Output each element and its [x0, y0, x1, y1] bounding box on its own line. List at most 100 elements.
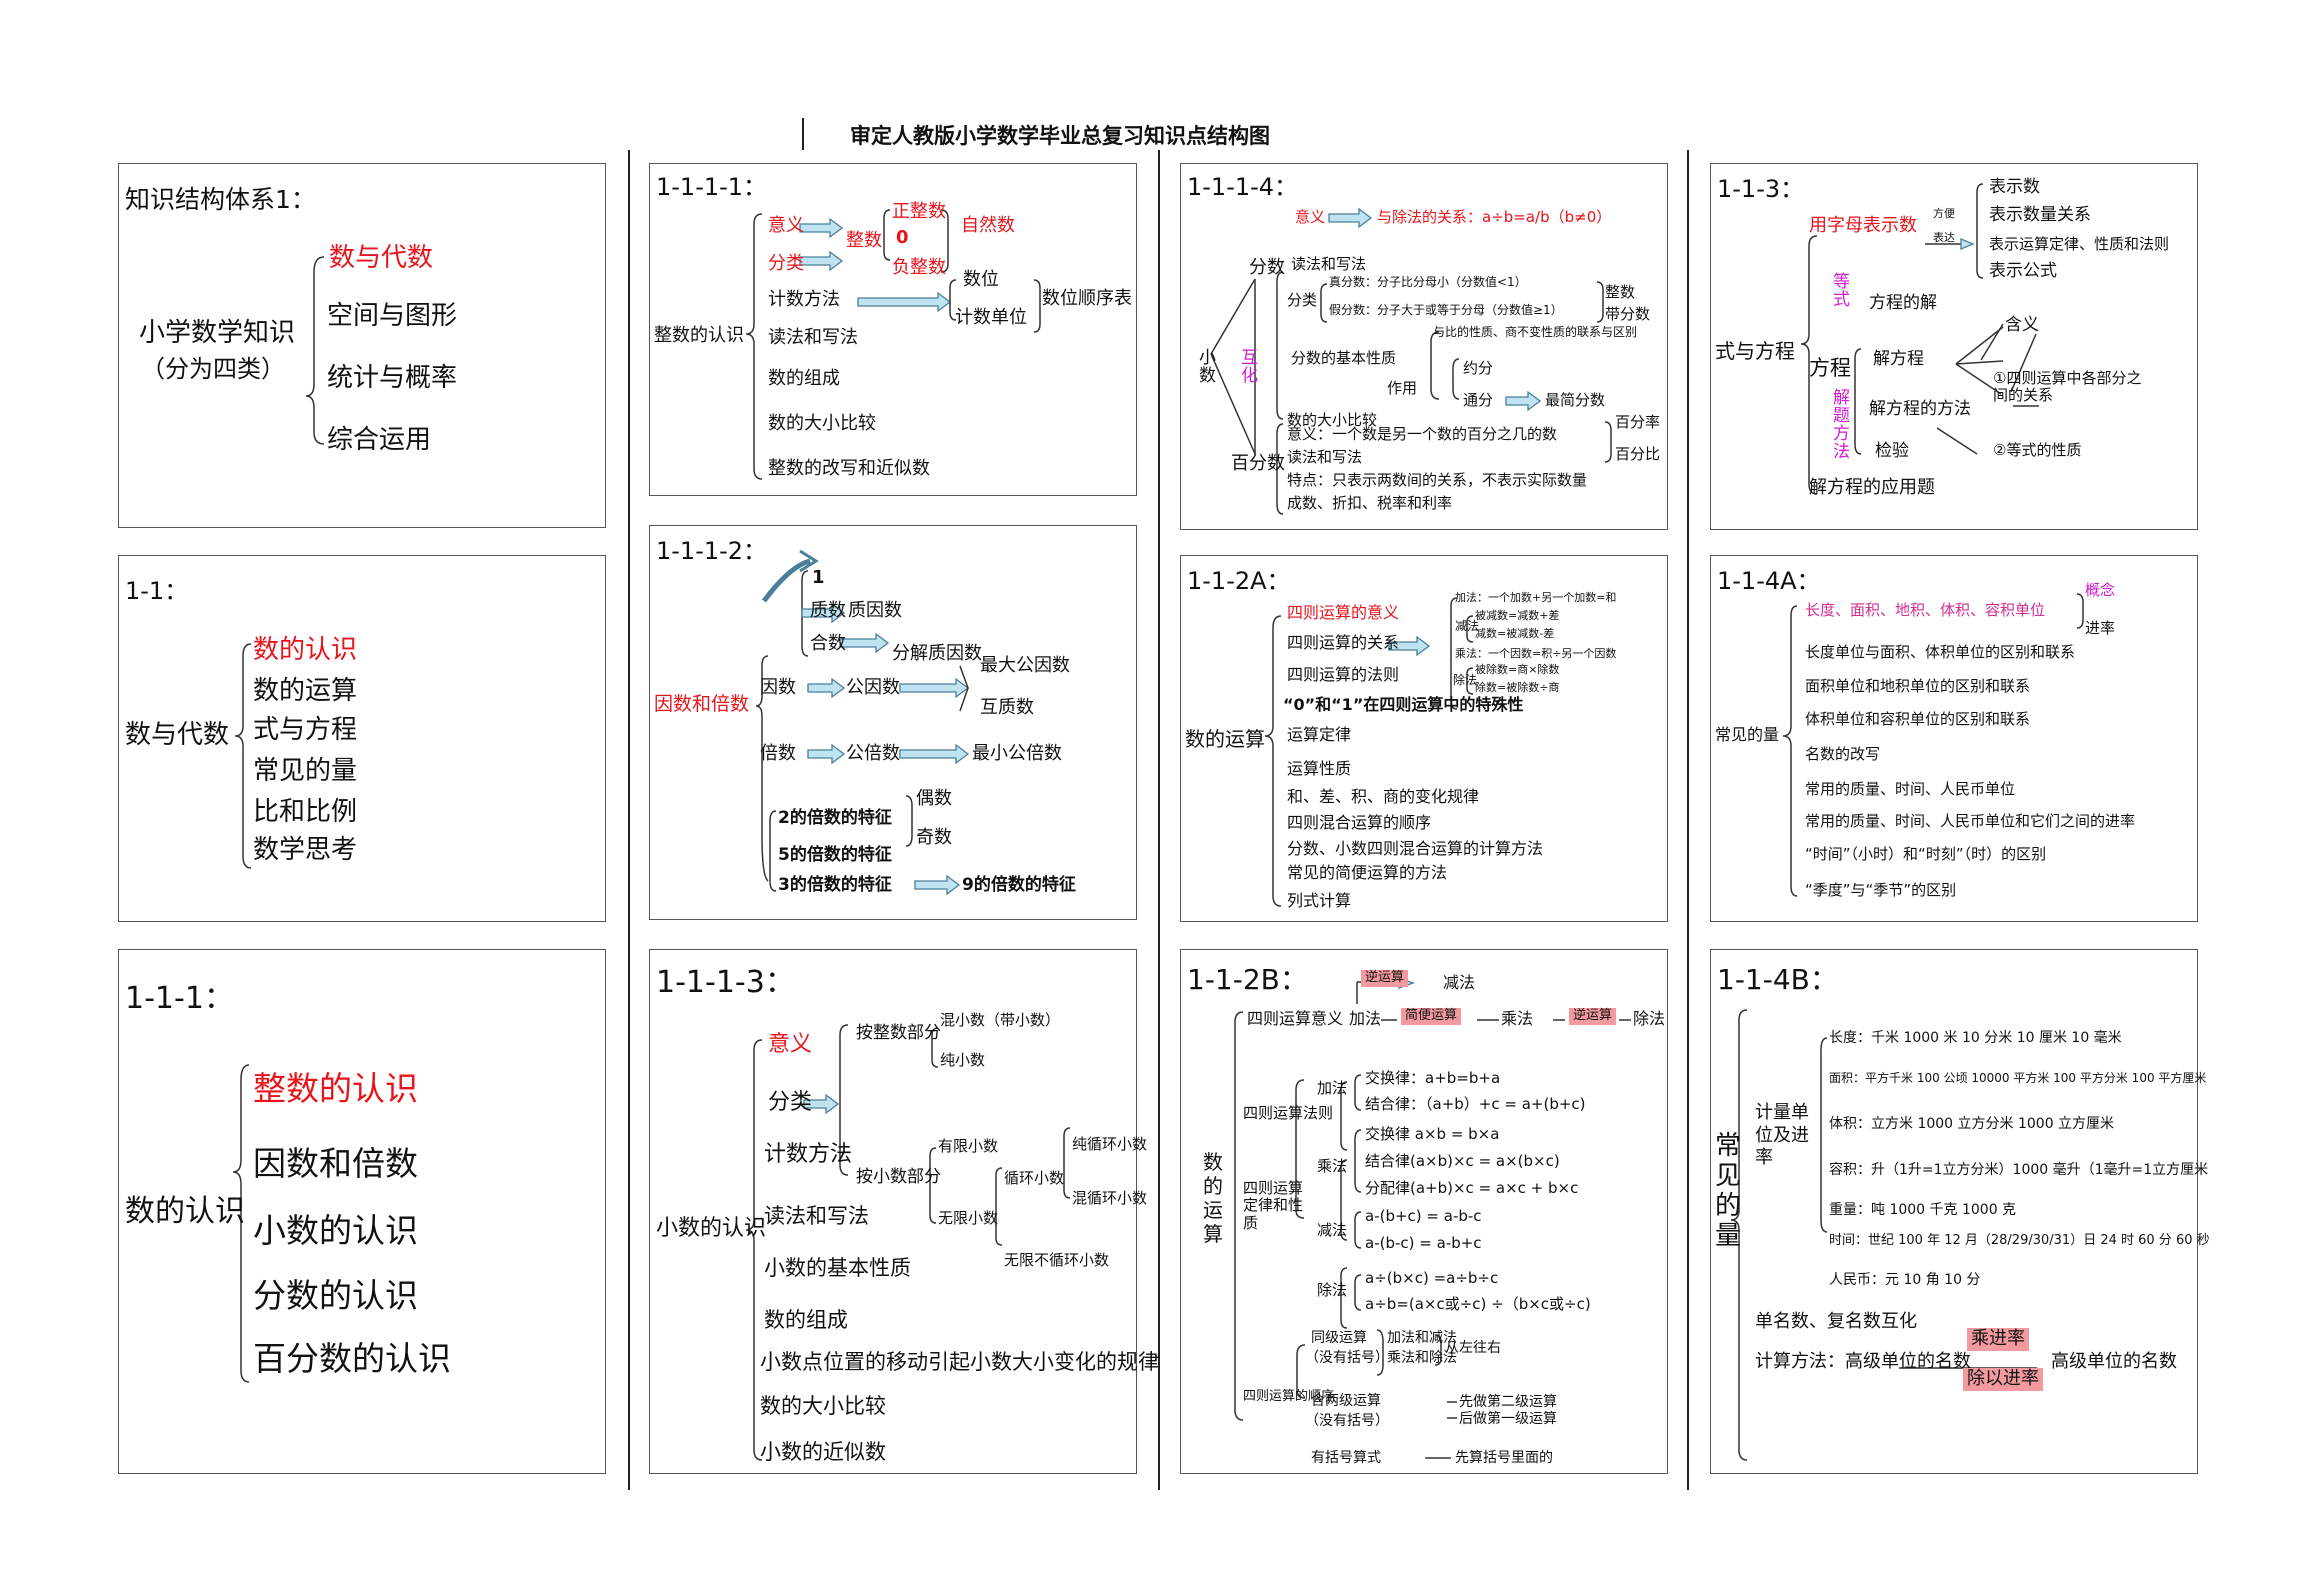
root-node: 数的认识 [125, 1194, 245, 1229]
diagram-lines [1210, 207, 1612, 515]
node: 高级单位的名数 [2051, 1351, 2177, 1372]
node: 约分 [1463, 359, 1494, 377]
node: 分类 [768, 253, 804, 274]
node: 意义 [1295, 208, 1326, 226]
node: 含义 [2005, 315, 2039, 335]
root-node: 小数的认识 [656, 1216, 767, 1241]
node: 读法和写法 [768, 327, 858, 348]
node: 四则运算定律和性质 [1243, 1179, 1304, 1232]
node: 减数=被减数-差 [1475, 627, 1555, 640]
node: 最大公因数 [980, 655, 1070, 676]
node: 乘法 [1317, 1157, 1348, 1175]
node: “0”和“1”在四则运算中的特殊性 [1283, 695, 1524, 714]
node: 重量：吨 1000 千克 1000 克 [1829, 1202, 2017, 1218]
node: 意义 [768, 215, 804, 236]
node: 体积：立方米 1000 立方分米 1000 立方厘米 [1829, 1116, 2115, 1132]
node: 意义 [768, 1032, 813, 1057]
node: 3的倍数的特征 [778, 875, 892, 895]
node: 四则混合运算的顺序 [1287, 813, 1432, 832]
node: 体积单位和容积单位的区别和联系 [1805, 710, 2031, 728]
node: 数与代数 [329, 243, 434, 273]
node: 从左往右 [1445, 1340, 1501, 1356]
node: 分数的认识 [253, 1276, 418, 1315]
node: 等式 [1833, 272, 1850, 310]
node: 时间：世纪 100 年 12 月（28/29/30/31）日 24 时 60 分… [1829, 1233, 2210, 1248]
node: 按小数部分 [856, 1167, 941, 1187]
node: 整数 [846, 230, 882, 251]
node: a-(b+c) = a-b-c [1365, 1207, 1482, 1225]
root-node: 因数和倍数 [654, 693, 750, 715]
node: 用字母表示数 [1809, 215, 1917, 236]
node: 分类 [768, 1090, 813, 1115]
panel-integer: 1-1-1-1： 整数的认识 意义 分类 整数 正整数 0 负整数 自然数 计数… [649, 163, 1137, 496]
node: 加法 [1317, 1079, 1348, 1097]
node: 先算括号里面的 [1455, 1450, 1553, 1466]
panel-heading: 1-1-2A： [1187, 567, 1291, 595]
node: 数的组成 [764, 1308, 848, 1332]
node: 和、差、积、商的变化规律 [1287, 787, 1480, 806]
brace-lines [234, 643, 252, 869]
node: 表示公式 [1989, 261, 2057, 281]
node: a-(b-c) = a-b+c [1365, 1234, 1482, 1252]
node: 数的大小比较 [760, 1394, 886, 1418]
node: 无限不循环小数 [1004, 1251, 1110, 1269]
node: 乘法：一个因数=积÷另一个因数 [1455, 647, 1617, 660]
node: 读法和写法 [764, 1204, 869, 1228]
node: 整数的改写和近似数 [768, 458, 930, 479]
node: 有括号算式 [1311, 1450, 1381, 1466]
node: 百分比 [1615, 445, 1661, 463]
node: 分数的基本性质 [1291, 349, 1397, 367]
node: 5的倍数的特征 [778, 845, 892, 865]
node: “季度”与“季节”的区别 [1805, 881, 1957, 899]
column-divider [628, 150, 630, 1490]
node: 四则运算法则 [1243, 1104, 1334, 1122]
node: 结合律：（a+b）+c = a+(b+c) [1365, 1095, 1586, 1113]
node: 列式计算 [1287, 891, 1352, 910]
node: 检验 [1875, 441, 1909, 461]
panel-knowledge-system: 知识结构体系1： 小学数学知识 （分为四类） 数与代数 空间与图形 统计与概率 … [118, 163, 606, 528]
node: 假分数：分子大于或等于分母（分数值≥1） [1329, 303, 1563, 317]
node: 概念 [2085, 581, 2116, 599]
node: 分数 [1249, 257, 1285, 278]
node: 解题方法 [1833, 388, 1850, 462]
panel-heading: 1-1-4A： [1717, 567, 1821, 595]
column-divider [1687, 150, 1689, 1490]
root-node: 式与方程 [1715, 339, 1795, 363]
node: 同级运算 [1311, 1330, 1367, 1346]
node: 奇数 [916, 827, 952, 848]
title-bar [802, 118, 804, 150]
panel-operations-a: 1-1-2A： 数的运算 四则运算的意义 四则运算的关系 四则运算的法则 “0”… [1180, 555, 1668, 922]
node: 小数点位置的移动引起小数大小变化的规律 [760, 1350, 1159, 1374]
node: 合数 [810, 633, 846, 654]
node: 乘法 [1501, 1009, 1534, 1028]
panel-number-recognition: 1-1-1： 数的认识 整数的认识 因数和倍数 小数的认识 分数的认识 百分数的… [118, 949, 606, 1474]
node: 计数单位 [955, 307, 1027, 328]
node: 容积：升（1升=1立方分米）1000 毫升（1毫升=1立方厘米 [1829, 1162, 2209, 1178]
node: 计数方法 [768, 289, 840, 310]
node: a÷(b×c) =a÷b÷c [1365, 1269, 1499, 1287]
node: 1 [812, 567, 825, 588]
node: 除数=被除数÷商 [1475, 681, 1560, 694]
node: 特点：只表示两数间的关系，不表示实际数量 [1287, 471, 1588, 489]
node: 百分率 [1615, 413, 1661, 431]
node: 减法 [1443, 973, 1476, 992]
node: 公倍数 [846, 743, 900, 764]
root-node: 数的运算 [1185, 727, 1265, 751]
node: 常用的质量、时间、人民币单位 [1805, 780, 2016, 798]
root-sub: （分为四类） [141, 355, 285, 383]
node: 长度单位与面积、体积单位的区别和联系 [1805, 643, 2076, 661]
root-node: 整数的认识 [654, 325, 744, 346]
node: 表示数 [1989, 177, 2040, 197]
node-highlight: 乘进率 [1967, 1328, 2029, 1351]
column-divider [1158, 150, 1160, 1490]
diagram-lines [755, 549, 970, 896]
node: 方便 [1933, 207, 1955, 220]
node: 真分数：分子比分母小（分数值<1） [1329, 275, 1527, 289]
node: 分类 [1287, 291, 1318, 309]
root-node: 小学数学知识 [139, 318, 296, 348]
diagram-lines [745, 1024, 1071, 1461]
panel-operations-b: 1-1-2B： 数的运算 逆运算 减法 四则运算意义 加法 简便运算 乘法 逆运… [1180, 949, 1668, 1474]
node: 数位 [963, 269, 999, 290]
node: 小数的认识 [253, 1211, 418, 1250]
node: 数位顺序表 [1042, 288, 1132, 309]
